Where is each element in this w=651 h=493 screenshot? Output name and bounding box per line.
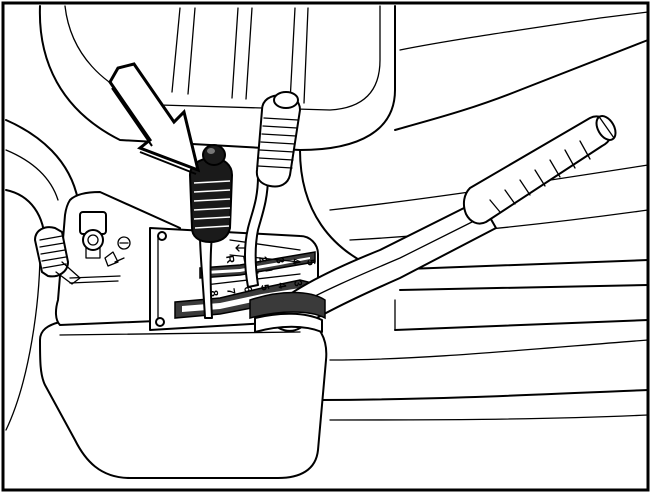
gear-label-5b: 5 [258, 283, 271, 291]
gear-label-5: 5 [304, 258, 317, 266]
gear-label-7: 7 [224, 287, 237, 295]
gear-lever [244, 91, 301, 288]
indicator-light-icon [117, 236, 131, 250]
gear-label-4b: 4 [275, 281, 288, 290]
lever-collar [249, 291, 326, 333]
seat-background [5, 5, 649, 431]
gear-label-2: 2 [256, 255, 269, 263]
gear-label-8: 8 [207, 289, 220, 297]
gear-label-3b: 3 [291, 279, 304, 287]
left-knob [34, 226, 81, 285]
screw-icon [155, 317, 165, 327]
gear-label-4: 4 [289, 257, 302, 266]
range-lever-highlighted [188, 144, 234, 319]
gear-label-6: 6 [241, 285, 254, 293]
key-switch [69, 211, 131, 284]
gear-label-3: 3 [273, 256, 286, 264]
screw-icon [157, 231, 167, 241]
gear-label-r: R [223, 254, 236, 264]
long-lever [269, 115, 617, 332]
callout-arrow [108, 62, 201, 175]
gear-labels-lower: 8 7 6 5 4 3 [207, 279, 304, 297]
